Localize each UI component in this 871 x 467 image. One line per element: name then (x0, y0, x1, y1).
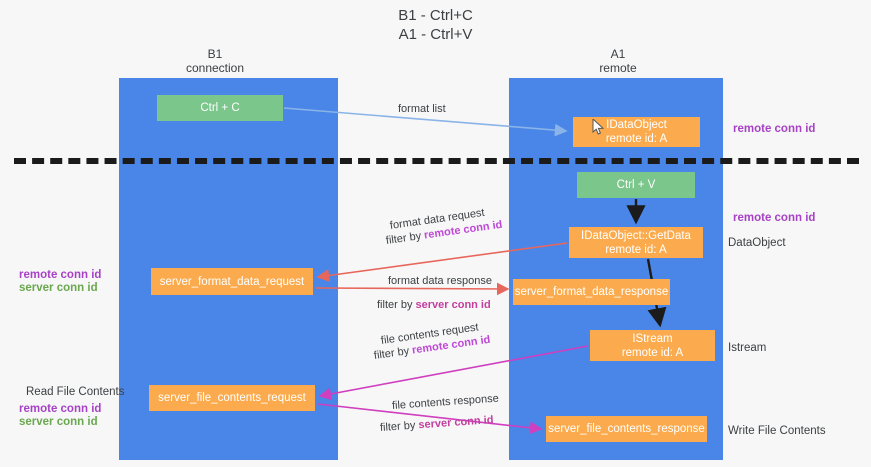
right-label-dataobject: DataObject (728, 237, 786, 249)
node-idataobject-line2: remote id: A (605, 133, 668, 145)
node-server-format-data-request-label: server_format_data_request (159, 275, 305, 288)
node-server-file-contents-request[interactable]: server_file_contents_request (149, 385, 315, 411)
node-getdata-line1: IDataObject::GetData (581, 229, 691, 242)
filter-prefix: filter by (385, 229, 425, 247)
section-divider (14, 158, 859, 164)
edge-label-file-contents-response: file contents response (391, 392, 500, 412)
column-header-b1-name: B1 (207, 47, 223, 61)
right-label-remote-conn-id-mid: remote conn id (733, 212, 816, 224)
node-server-file-contents-response-label: server_file_contents_response (548, 423, 705, 435)
node-server-format-data-request[interactable]: server_format_data_request (151, 268, 313, 295)
node-ctrl-c[interactable]: Ctrl + C (157, 95, 283, 121)
node-ctrl-c-line1: Ctrl + C (200, 102, 240, 114)
right-label-istream: Istream (728, 342, 767, 354)
left-label-remote-conn-id-bottom: remote conn id (19, 403, 102, 415)
edge-label-format-data-response-filter: filter by server conn id (377, 298, 491, 312)
filter-key-server-conn-id: server conn id (415, 299, 491, 311)
column-header-a1-subtitle: remote (599, 61, 637, 75)
page-title: B1 - Ctrl+C A1 - Ctrl+V (0, 6, 871, 44)
filter-prefix: filter by (377, 299, 416, 311)
node-server-format-data-response-label: server_format_data_response (514, 286, 669, 298)
title-line-2: A1 - Ctrl+V (398, 26, 473, 43)
edge-label-format-list: format list (398, 103, 446, 115)
column-header-b1-subtitle: connection (185, 61, 245, 75)
left-label-read-file-contents: Read File Contents (26, 386, 125, 398)
node-server-file-contents-request-label: server_file_contents_request (158, 392, 306, 404)
left-label-server-conn-id-mid: server conn id (19, 282, 98, 294)
right-label-remote-conn-id-top: remote conn id (733, 123, 816, 135)
node-getdata-line2: remote id: A (605, 243, 667, 256)
node-idataobject[interactable]: IDataObject remote id: A (573, 117, 700, 147)
node-server-file-contents-response[interactable]: server_file_contents_response (546, 416, 707, 442)
edge-label-file-contents-response-filter: filter by server conn id (380, 413, 494, 435)
left-label-server-conn-id-bottom: server conn id (19, 416, 98, 428)
node-istream-line1: IStream (632, 332, 673, 345)
column-header-a1: A1 remote (528, 47, 708, 75)
column-header-b1: B1 connection (125, 47, 305, 75)
node-server-format-data-response[interactable]: server_format_data_response (513, 279, 670, 305)
arrow-format-data-response (315, 282, 510, 296)
right-label-write-file-contents: Write File Contents (728, 425, 826, 437)
node-ctrl-v[interactable]: Ctrl + V (577, 172, 695, 198)
filter-key-server-conn-id: server conn id (418, 414, 494, 432)
node-ctrl-v-line1: Ctrl + V (616, 179, 656, 191)
node-istream[interactable]: IStream remote id: A (590, 330, 715, 361)
column-header-a1-name: A1 (610, 47, 626, 61)
title-line-1: B1 - Ctrl+C (398, 7, 473, 24)
node-idataobject-getdata[interactable]: IDataObject::GetData remote id: A (569, 227, 703, 258)
node-idataobject-line1: IDataObject (606, 119, 667, 131)
left-label-remote-conn-id-mid: remote conn id (19, 269, 102, 281)
filter-prefix: filter by (373, 344, 413, 362)
filter-prefix: filter by (379, 419, 419, 434)
edge-label-format-data-response: format data response (388, 275, 492, 287)
node-istream-line2: remote id: A (621, 346, 684, 359)
